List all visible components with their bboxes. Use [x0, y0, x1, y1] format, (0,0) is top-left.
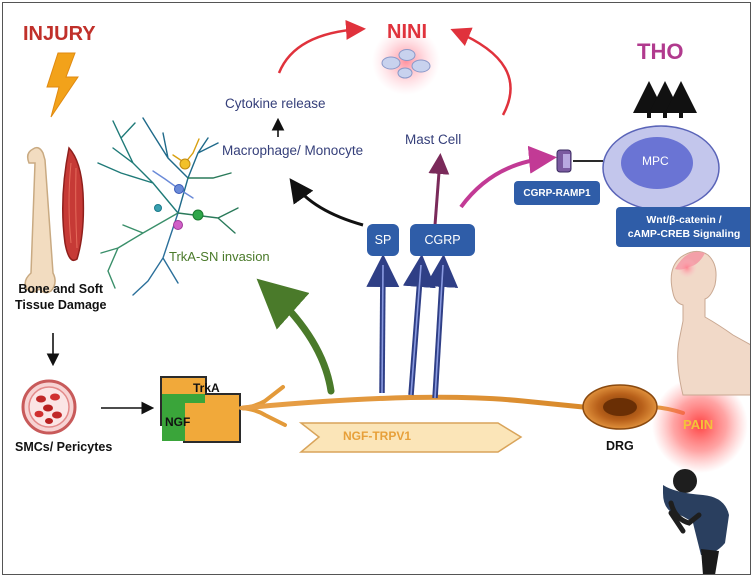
cgrp-box: CGRP	[410, 224, 475, 256]
head-icon	[670, 251, 750, 396]
diagram-canvas	[21, 19, 750, 574]
tho-arrows	[633, 81, 697, 118]
cytokine-label: Cytokine release	[225, 96, 326, 111]
nini-label: NINI	[387, 21, 427, 43]
trka-sn-label: TrkA-SN invasion	[169, 249, 270, 264]
cgrp-ramp1-box: CGRP-RAMP1	[514, 181, 600, 205]
ngf-trka-block	[160, 376, 241, 443]
mast-cell-label: Mast Cell	[405, 132, 462, 147]
pain-glow	[652, 377, 748, 473]
trka-label: TrkA	[193, 381, 220, 395]
ngf-label: NGF	[165, 415, 191, 429]
injury-label: INJURY	[23, 23, 96, 45]
mpc-label: MPC	[642, 154, 669, 168]
muscle-icon	[62, 146, 85, 261]
bone-icon	[24, 146, 56, 294]
blood-vessel-icon	[21, 379, 77, 435]
nini-glow	[372, 27, 440, 95]
cgrp-receptor-icon	[556, 149, 603, 173]
signaling-box: Wnt/β-catenin / cAMP-CREB Signaling	[616, 207, 750, 247]
bone-damage-label: Bone and Soft Tissue Damage	[15, 282, 107, 312]
neuron-tree-icon	[97, 117, 239, 296]
drg-label: DRG	[606, 439, 634, 453]
ngf-trpv1-label: NGF-TRPV1	[343, 429, 412, 443]
ngf-trpv1-arrow-box	[298, 422, 523, 453]
lightning-icon	[46, 52, 79, 118]
macrophage-label: Macrophage/ Monocyte	[222, 143, 364, 158]
pain-label: PAIN	[683, 417, 714, 432]
tho-label: THO	[637, 39, 684, 64]
neuropeptide-arrows	[366, 254, 459, 399]
person-pain-icon	[663, 469, 729, 574]
dividing-cells-icon	[381, 49, 431, 79]
sp-box: SP	[367, 224, 399, 256]
smcs-label: SMCs/ Pericytes	[15, 440, 113, 454]
